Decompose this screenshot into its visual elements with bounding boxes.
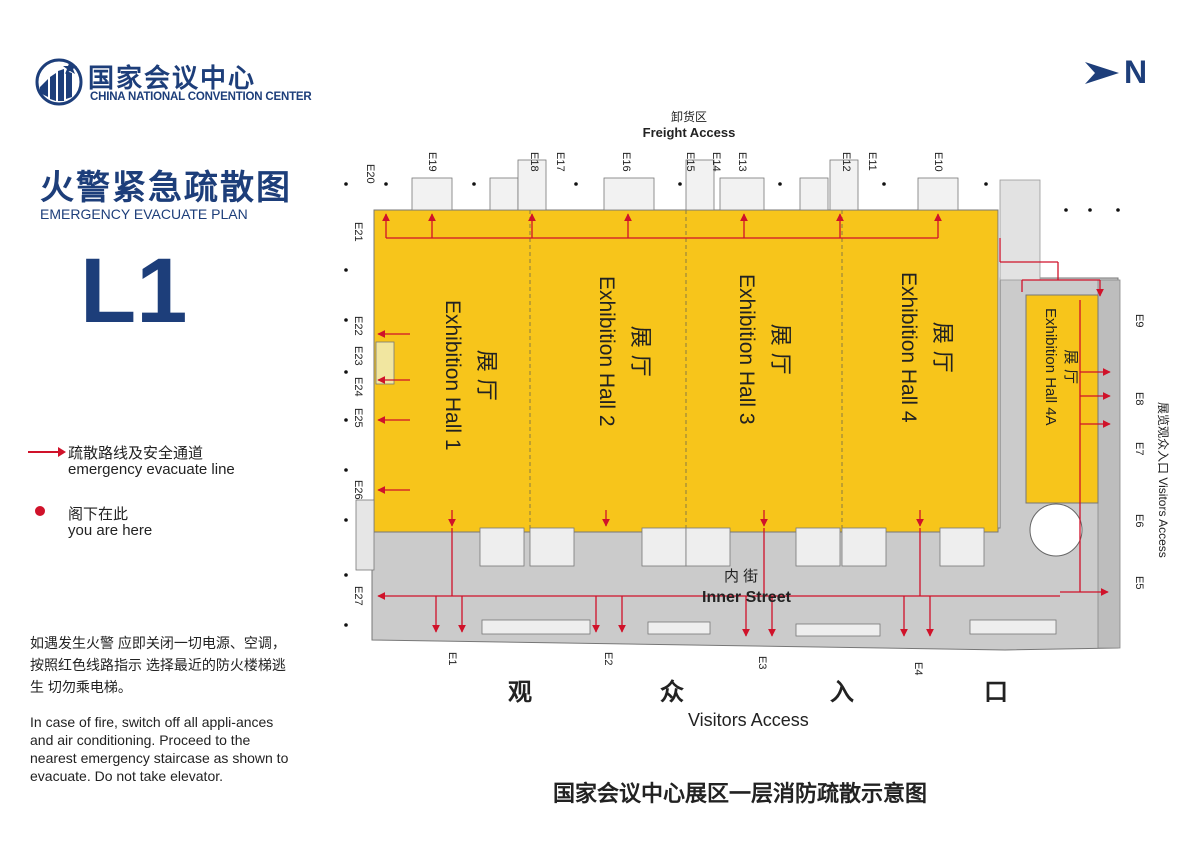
visitors-cn-char: 观 [508, 677, 532, 706]
evacuate-route-arrow-icon [28, 447, 66, 457]
page-title-cn: 火警紧急疏散图 [40, 169, 292, 207]
hall-2-label: 展 厅 Exhibition Hall 2 [594, 276, 658, 427]
legend-route-en: emergency evacuate line [68, 461, 235, 478]
logo-name-cn: 国家会议中心 [88, 63, 257, 93]
legend-here-en: you are here [68, 522, 153, 539]
exit-label: E12 [840, 152, 852, 172]
hall-label-cn: 展 厅 [1062, 349, 1080, 385]
visitors-cn-char: 众 [660, 677, 684, 706]
logo-name-en: CHINA NATIONAL CONVENTION CENTER [90, 91, 312, 103]
hall-4-label: 展 厅 Exhibition Hall 4 [896, 272, 960, 423]
west-stair [375, 341, 395, 385]
hall-label-cn: 展 厅 [767, 323, 792, 375]
visitors-access-en: Visitors Access [688, 710, 809, 730]
hall-label-cn: 展 厅 [929, 321, 954, 373]
hall-label-cn: 展 厅 [627, 325, 652, 377]
exit-label: E2 [602, 652, 614, 666]
freight-access-cn: 卸货区 [670, 110, 707, 124]
exit-label: E7 [1133, 442, 1145, 456]
east-corridor [1097, 279, 1121, 649]
freight-access-en: Freight Access [642, 125, 736, 140]
exit-label: E21 [352, 222, 364, 242]
exit-label: E18 [528, 152, 540, 172]
service-cores [479, 527, 1057, 637]
west-stair [355, 499, 375, 571]
hall-label-en: Exhibition Hall 1 [441, 300, 464, 451]
exit-label: E4 [912, 662, 924, 676]
exit-label: E14 [710, 152, 722, 172]
north-arrow-icon [1085, 62, 1119, 84]
bottom-title: 国家会议中心展区一层消防疏散示意图 [552, 781, 927, 807]
grid-dots [344, 182, 1120, 627]
exit-label: E9 [1133, 314, 1145, 328]
exit-label: E23 [352, 346, 364, 366]
loading-bays [411, 159, 959, 211]
fire-notice-en: In case of fire, switch off all appli-an… [30, 714, 289, 784]
exit-label: E8 [1133, 392, 1145, 406]
hall-4a-label: 展 厅 Exhibition Hall 4A [1042, 308, 1082, 426]
you-are-here-dot-icon [35, 506, 45, 516]
legend-route-cn: 疏散路线及安全通道 [68, 445, 204, 462]
hall-1-label: 展 厅 Exhibition Hall 1 [440, 300, 504, 451]
exit-label: E20 [364, 164, 376, 184]
exit-label: E26 [352, 480, 364, 500]
inner-street-cn: 内 街 [724, 568, 759, 585]
exit-label: E10 [932, 152, 944, 172]
inner-street-en: Inner Street [702, 589, 791, 606]
northeast-annex [999, 179, 1041, 281]
exit-label: E27 [352, 586, 364, 606]
exhibition-hall-4a [1025, 294, 1099, 504]
floor-label: L1 [80, 240, 188, 342]
hall-label-en: Exhibition Hall 3 [735, 274, 758, 425]
east-visitors-access: 展览观众入口 Visitors Access [1156, 402, 1170, 558]
exit-label: E19 [426, 152, 438, 172]
exit-label: E15 [684, 152, 696, 172]
hall-3-label: 展 厅 Exhibition Hall 3 [734, 274, 798, 425]
exit-label: E1 [446, 652, 458, 666]
evacuate-routes [377, 213, 1111, 637]
logo-emblem-icon [35, 58, 83, 106]
exit-label: E5 [1133, 576, 1145, 590]
hall-label-en: Exhibition Hall 4 [897, 272, 920, 423]
exit-label: E13 [736, 152, 748, 172]
visitors-cn-char: 入 [830, 677, 854, 706]
exit-label: E11 [866, 152, 878, 171]
visitors-cn-char: 口 [984, 677, 1008, 706]
exit-label: E3 [756, 656, 768, 670]
fire-notice-cn: 如遇发生火警 应即关闭一切电源、空调，按照红色线路指示 选择最近的防火楼梯逃生 … [30, 635, 286, 695]
page-title-en: EMERGENCY EVACUATE PLAN [40, 206, 248, 222]
exit-label: E6 [1133, 514, 1145, 528]
round-hall [1029, 503, 1083, 557]
hall-label-en: Exhibition Hall 2 [595, 276, 618, 427]
exit-label: E25 [352, 408, 364, 428]
hall-label-en: Exhibition Hall 4A [1042, 308, 1059, 426]
north-label: N [1124, 54, 1148, 90]
exit-label: E24 [352, 377, 364, 397]
exit-label: E22 [352, 316, 364, 336]
legend-here-cn: 阁下在此 [68, 506, 129, 523]
exit-label: E17 [554, 152, 566, 172]
hall-label-cn: 展 厅 [473, 349, 498, 401]
exit-label: E16 [620, 152, 632, 172]
